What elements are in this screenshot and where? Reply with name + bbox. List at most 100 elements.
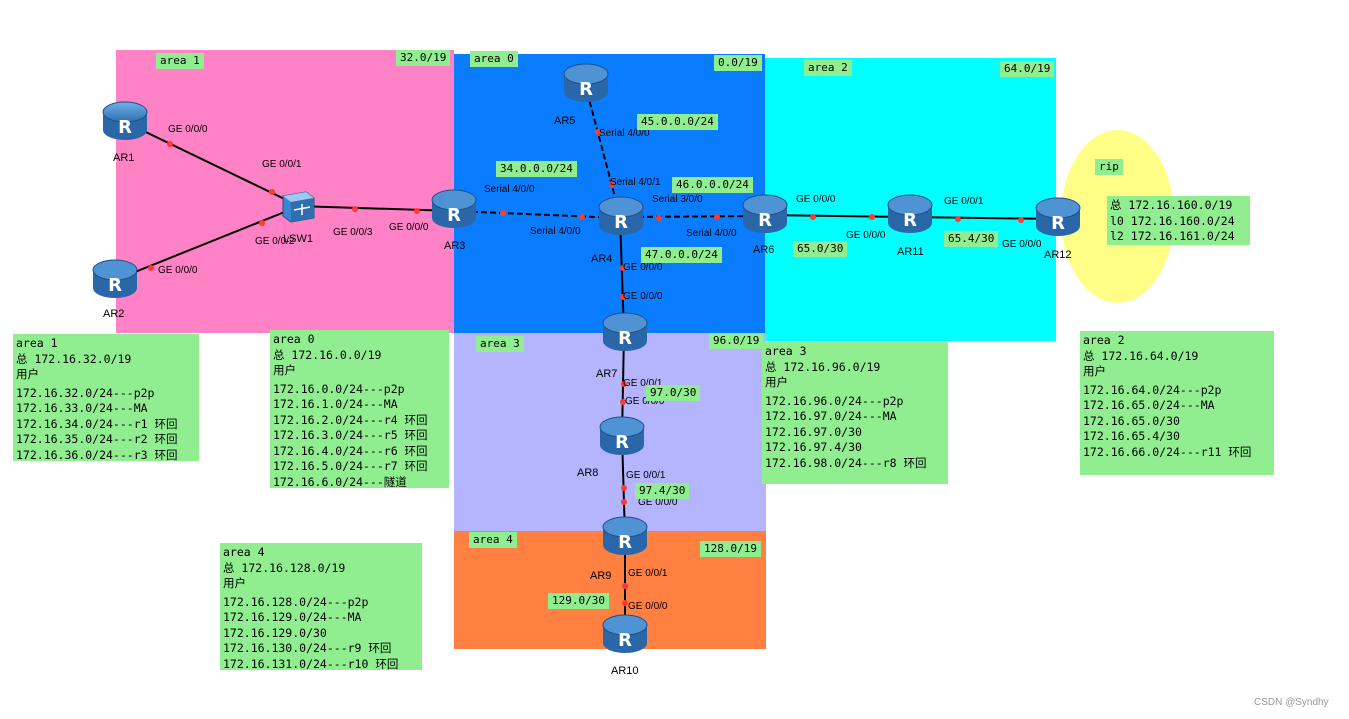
area2-net-tag: 64.0/19 <box>1000 61 1055 77</box>
port-dot <box>352 206 358 212</box>
note-line: l0 172.16.160.0/24 <box>1110 213 1235 228</box>
note-line: 总 172.16.32.0/19 <box>16 351 132 366</box>
port-dot <box>167 141 173 147</box>
area2-tag: area 2 <box>804 60 852 76</box>
note-line: 172.16.65.0/24---MA <box>1083 398 1215 412</box>
area4-tag: area 4 <box>469 532 517 548</box>
port-label: GE 0/0/0 <box>158 265 198 276</box>
port-label: GE 0/0/0 <box>846 230 886 241</box>
port-label: GE 0/0/0 <box>168 124 208 135</box>
port-label: GE 0/0/3 <box>333 227 373 238</box>
port-dot <box>148 265 154 271</box>
port-dot <box>621 499 627 505</box>
note-line: area 0 <box>273 332 315 346</box>
note-line: 总 172.16.160.0/19 <box>1110 198 1233 212</box>
port-dot <box>869 214 875 220</box>
router-ar7-label: AR7 <box>596 368 618 380</box>
note-line: area 2 <box>1083 333 1125 347</box>
link-ar11-ar12 <box>909 216 1059 220</box>
router-ar10-icon[interactable]: R <box>601 613 649 655</box>
note-line: 总 172.16.96.0/19 <box>765 359 881 374</box>
router-ar8-icon[interactable]: R <box>598 415 646 457</box>
note-line: 172.16.96.0/24---p2p <box>765 393 904 408</box>
router-ar12-icon[interactable]: R <box>1034 196 1082 238</box>
note-line: 172.16.0.0/24---p2p <box>273 381 405 396</box>
router-ar5-label: AR5 <box>554 115 576 127</box>
port-label: Serial 4/0/0 <box>599 128 650 139</box>
port-dot <box>414 208 420 214</box>
router-ar2-label: AR2 <box>103 308 125 320</box>
note-line: area 1 <box>16 336 58 350</box>
note-line: 172.16.5.0/24---r7 环回 <box>273 459 428 473</box>
svg-text:R: R <box>618 532 632 553</box>
note-line: 用户 <box>223 576 246 590</box>
router-ar4-icon[interactable]: R <box>597 195 645 237</box>
area1-tag: area 1 <box>156 53 204 69</box>
note-line: 172.16.130.0/24---r9 环回 <box>223 641 392 655</box>
router-ar9-icon[interactable]: R <box>601 515 649 557</box>
port-label: GE 0/0/0 <box>625 396 665 407</box>
watermark: CSDN @Syndhy <box>1254 697 1329 708</box>
note-line: 172.16.3.0/24---r5 环回 <box>273 428 428 442</box>
link-ar1-sw1 <box>124 121 298 206</box>
router-ar3-icon[interactable]: R <box>430 188 478 230</box>
router-ar11-label: AR11 <box>897 246 924 258</box>
port-label: GE 0/0/0 <box>796 194 836 205</box>
area1-net-tag: 32.0/19 <box>396 50 451 66</box>
router-ar1-icon[interactable]: R <box>101 100 149 142</box>
port-dot <box>622 600 628 606</box>
router-ar3-label: AR3 <box>444 240 466 252</box>
switch-lsw1-icon[interactable] <box>280 188 316 224</box>
router-ar6-icon[interactable]: R <box>741 193 789 235</box>
port-dot <box>595 129 601 135</box>
note-line: 172.16.4.0/24---r6 环回 <box>273 443 428 458</box>
note-line: 172.16.65.4/30 <box>1083 429 1180 443</box>
port-label: GE 0/0/0 <box>389 222 429 233</box>
note-line: 172.16.65.0/30 <box>1083 413 1180 428</box>
subnet-tag: 34.0.0.0/24 <box>496 161 577 177</box>
note-line: 172.16.32.0/24---p2p <box>16 385 155 400</box>
port-label: GE 0/0/0 <box>1002 239 1042 250</box>
port-label: Serial 4/0/0 <box>530 226 581 237</box>
port-dot <box>810 214 816 220</box>
router-ar1-label: AR1 <box>113 152 135 164</box>
area0-note: area 0 总 172.16.0.0/19 用户 172.16.0.0/24-… <box>270 330 449 489</box>
svg-text:R: R <box>447 205 461 226</box>
svg-text:R: R <box>579 79 593 100</box>
area1-region <box>116 50 454 333</box>
svg-text:R: R <box>1051 213 1065 234</box>
area2-note: area 2 总 172.16.64.0/19 用户 172.16.64.0/2… <box>1080 331 1274 475</box>
note-line: 用户 <box>1083 364 1106 378</box>
note-line: 172.16.97.0/24---MA <box>765 409 897 423</box>
router-ar2-icon[interactable]: R <box>91 258 139 300</box>
link-ar5-ar4 <box>584 83 621 217</box>
port-label: GE 0/0/1 <box>262 159 302 170</box>
note-line: 172.16.33.0/24---MA <box>16 401 148 415</box>
router-ar11-icon[interactable]: R <box>886 193 934 235</box>
note-line: area 3 <box>765 344 807 358</box>
router-ar5-icon[interactable]: R <box>562 62 610 104</box>
port-dot <box>609 181 615 187</box>
svg-text:R: R <box>118 117 132 138</box>
port-label: GE 0/0/1 <box>626 470 666 481</box>
area3-note: area 3 总 172.16.96.0/19 用户 172.16.96.0/2… <box>762 342 948 484</box>
note-line: 用户 <box>765 375 788 389</box>
port-dot <box>500 210 506 216</box>
port-label: Serial 4/0/0 <box>484 184 535 195</box>
area0-net-tag: 0.0/19 <box>714 55 762 71</box>
area3-tag: area 3 <box>476 336 524 352</box>
note-line: 172.16.34.0/24---r1 环回 <box>16 416 178 431</box>
svg-text:R: R <box>618 328 632 349</box>
port-label: GE 0/0/0 <box>623 291 663 302</box>
port-label: Serial 4/0/1 <box>610 177 661 188</box>
note-line: l2 172.16.161.0/24 <box>1110 229 1235 243</box>
subnet-tag: 46.0.0.0/24 <box>672 177 753 193</box>
area4-net-tag: 128.0/19 <box>700 541 761 557</box>
subnet-tag: 65.4/30 <box>944 231 999 247</box>
link-ar3-ar4 <box>453 210 621 219</box>
svg-text:R: R <box>903 210 917 231</box>
router-ar8-label: AR8 <box>577 467 599 479</box>
router-ar7-icon[interactable]: R <box>601 311 649 353</box>
note-line: 172.16.128.0/24---p2p <box>223 594 369 609</box>
note-line: area 4 <box>223 545 265 559</box>
